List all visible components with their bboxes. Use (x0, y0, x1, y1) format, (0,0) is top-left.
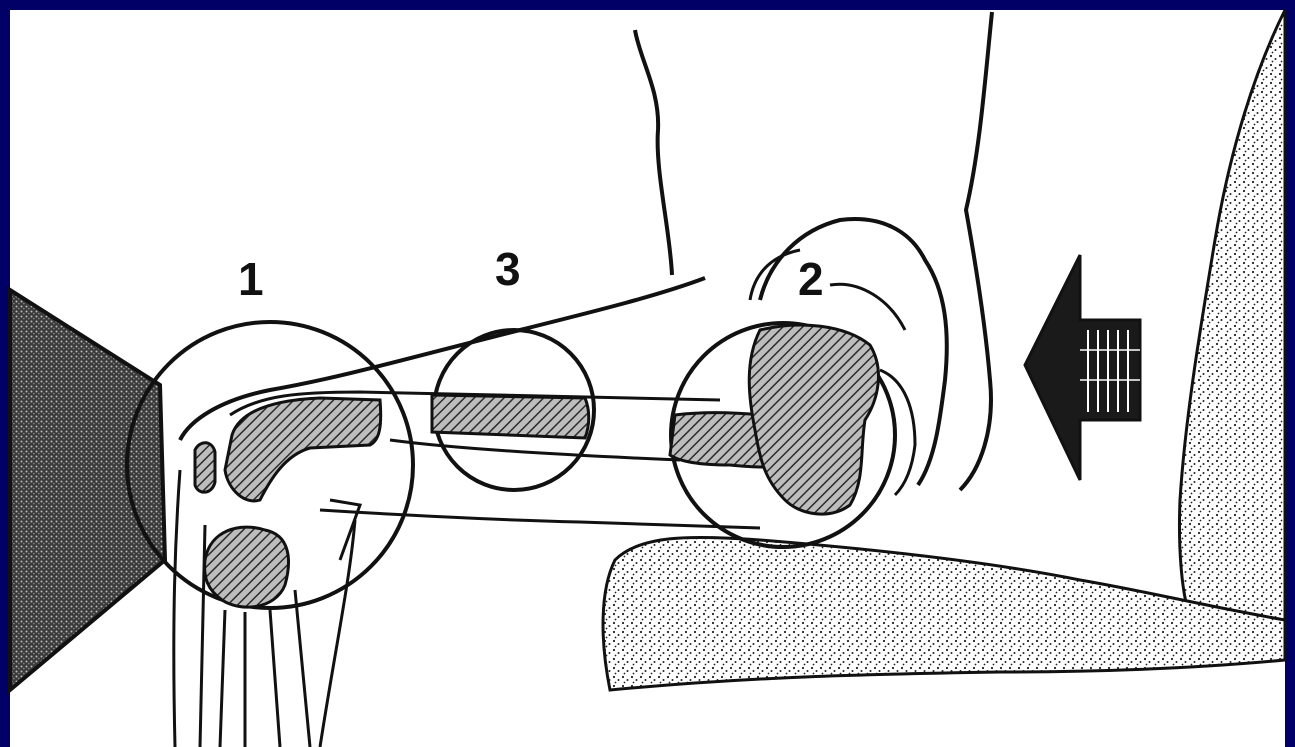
zone-1-label: 1 (238, 253, 264, 305)
clavicle-mid-hatched (432, 395, 589, 438)
zone-3-label: 3 (495, 243, 521, 295)
zone-2-label: 2 (798, 253, 824, 305)
sternal-small-hatched (195, 443, 215, 492)
first-rib-hatched (205, 527, 289, 607)
